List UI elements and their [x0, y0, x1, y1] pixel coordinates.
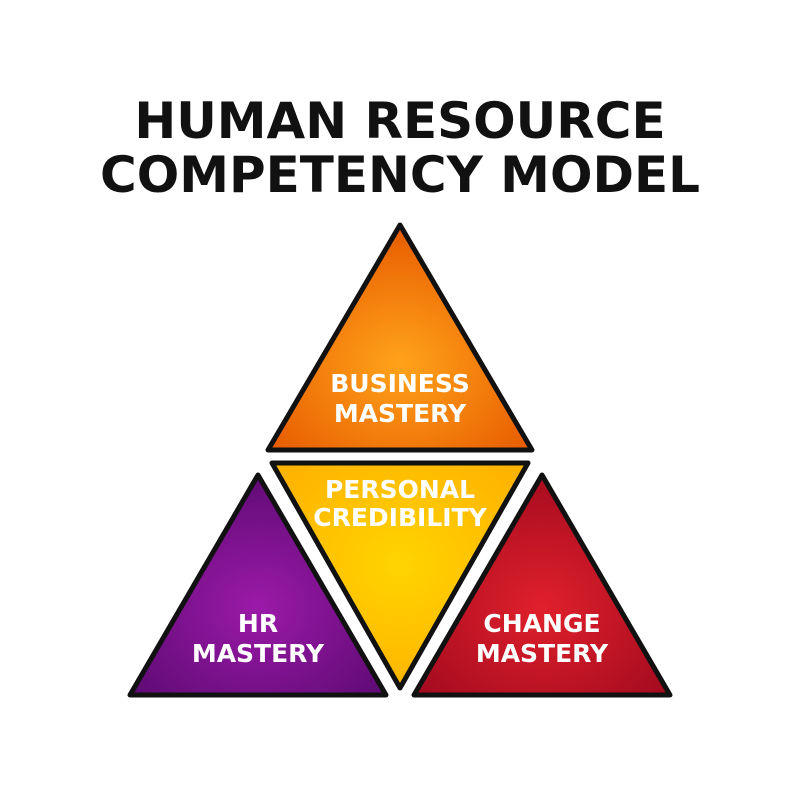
left-triangle [127, 472, 389, 698]
top-label-line-2: MASTERY [334, 399, 467, 428]
title-line-1: HUMAN RESOURCE [134, 92, 665, 150]
segment-personal-credibility: PERSONAL CREDIBILITY [269, 460, 531, 691]
center-triangle [269, 460, 531, 691]
left-label-line-2: MASTERY [192, 639, 325, 668]
top-label-line-1: BUSINESS [330, 369, 470, 398]
right-label-line-2: MASTERY [476, 639, 609, 668]
center-label-line-1: PERSONAL [325, 475, 475, 504]
segment-business-mastery: BUSINESS MASTERY [265, 222, 535, 453]
segment-hr-mastery: HR MASTERY [127, 472, 389, 698]
right-label-line-1: CHANGE [483, 609, 600, 638]
right-triangle [411, 472, 673, 698]
center-label-line-2: CREDIBILITY [313, 503, 487, 532]
top-triangle [265, 222, 535, 453]
segment-change-mastery: CHANGE MASTERY [411, 472, 673, 698]
title-line-2: COMPETENCY MODEL [100, 146, 700, 204]
left-label-line-1: HR [238, 609, 278, 638]
